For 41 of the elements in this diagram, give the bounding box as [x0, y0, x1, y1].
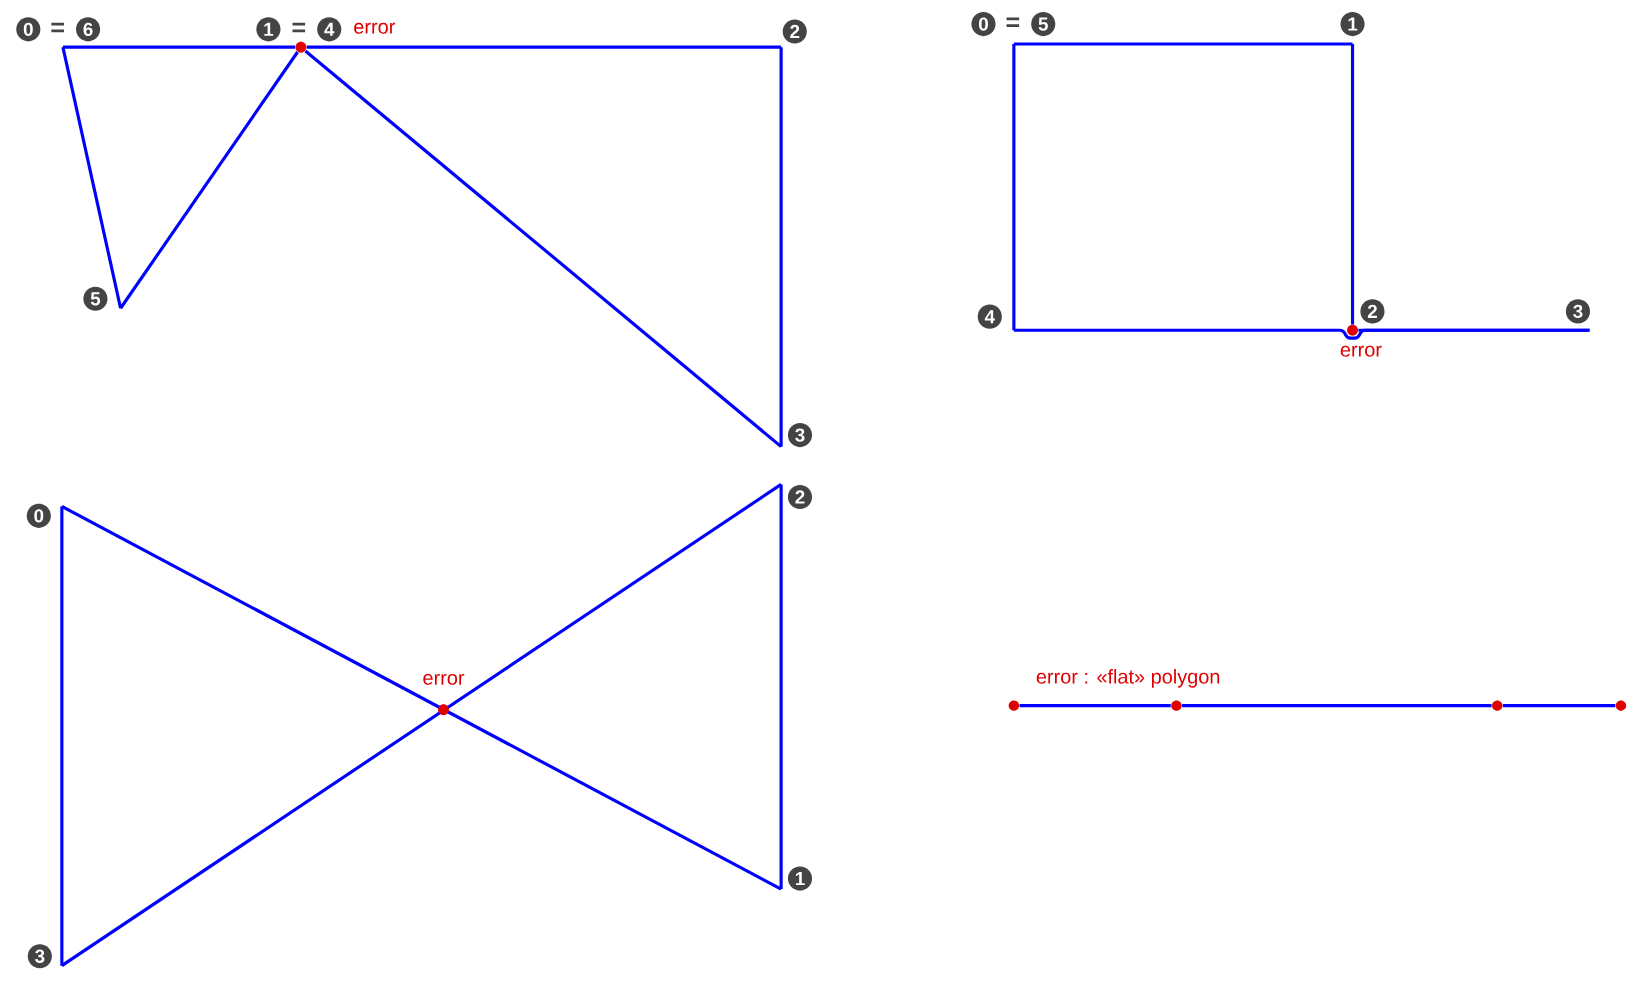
number-badge: 0	[26, 504, 51, 529]
number-badge: 1	[1340, 12, 1365, 37]
error-label: error	[423, 674, 465, 686]
number-badge: 2	[782, 19, 807, 44]
polygon-edge	[1013, 42, 1353, 46]
number-badge: 1	[256, 17, 281, 42]
number-badge: 5	[83, 287, 108, 312]
equals-sign: =	[1006, 17, 1020, 28]
polygon-edge	[119, 51, 299, 310]
polygon-edge	[306, 45, 782, 49]
polygon-edge	[62, 45, 296, 49]
error-label: error	[354, 23, 395, 34]
polygon-edge	[1350, 44, 1355, 325]
polygon-edge	[779, 484, 783, 890]
polygon-edge	[779, 47, 783, 447]
number-badge: 3	[27, 944, 52, 969]
error-label: error : «flat» polygon	[1036, 669, 1220, 688]
equals-sign: =	[292, 23, 306, 33]
equals-sign: =	[51, 23, 64, 33]
polygon-edge	[1182, 704, 1492, 708]
polygon-edge	[1013, 328, 1590, 340]
polygon-edge	[60, 506, 64, 966]
number-badge: 4	[977, 304, 1002, 329]
polygon-edge	[1019, 704, 1171, 708]
polygon-edge	[1012, 44, 1016, 331]
number-badge: 5	[1031, 12, 1056, 37]
polygon-edge	[61, 47, 123, 309]
number-badge: 0	[16, 17, 41, 42]
polygon-edge	[1502, 704, 1616, 708]
number-badge: 4	[317, 17, 342, 42]
number-badge: 2	[1360, 299, 1385, 324]
number-badge: 2	[787, 485, 813, 510]
polygon-edge	[304, 49, 783, 449]
number-badge: 0	[971, 12, 996, 37]
polygon-edge	[61, 505, 782, 891]
number-badge: 3	[1565, 299, 1590, 324]
polygon-edge	[61, 483, 782, 968]
number-badge: 1	[787, 866, 813, 891]
number-badge: 3	[787, 423, 813, 448]
number-badge: 6	[76, 17, 101, 42]
error-label: error	[1340, 346, 1382, 357]
